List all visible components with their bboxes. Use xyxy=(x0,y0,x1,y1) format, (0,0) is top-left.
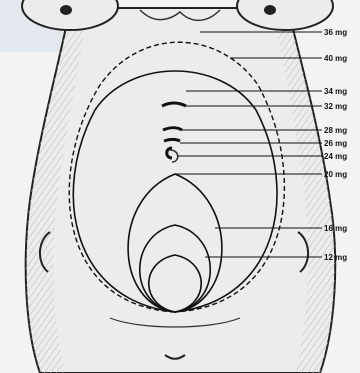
label-32-mg: 32 mg xyxy=(324,102,347,111)
label-40-mg: 40 mg xyxy=(324,54,347,63)
label-26-mg: 26 mg xyxy=(324,139,347,148)
label-20-mg: 20 mg xyxy=(324,170,347,179)
label-12-mg: 12 mg xyxy=(324,253,347,262)
label-16-mg: 16 mg xyxy=(324,224,347,233)
label-34-mg: 34 mg xyxy=(324,87,347,96)
label-28-mg: 28 mg xyxy=(324,126,347,135)
label-36-mg: 36 mg xyxy=(324,28,347,37)
arc-26-mg xyxy=(164,140,180,142)
label-24-mg: 24 mg xyxy=(324,152,347,161)
right-nipple xyxy=(264,5,276,15)
left-nipple xyxy=(60,5,72,15)
